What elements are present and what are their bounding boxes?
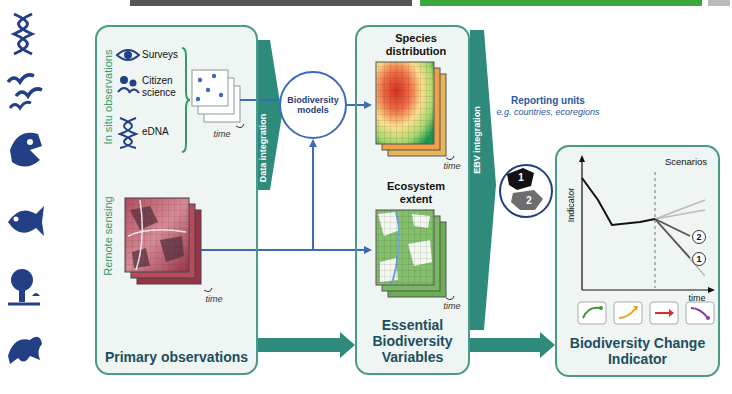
time-label: time [205,294,222,304]
arrow-head [364,101,372,109]
data-wire [240,99,258,101]
bird-icon [8,75,34,82]
axis-label: time [688,293,705,303]
source-label: Citizen science [142,75,184,98]
time-label: time [443,161,460,171]
node-heading: Biodiversity models [283,95,343,116]
node-heading: Ecosystem extent [372,180,460,205]
time-arrow [446,296,454,300]
indicator-chart [579,155,715,293]
bracket [182,48,190,152]
panel-ground [355,25,470,375]
top-bar [420,0,702,6]
flow-arrow [470,332,555,358]
node-heading: Species distribution [372,32,460,57]
panel-box: Primary observations [95,25,258,375]
eye-icon [117,50,139,60]
trend-icons [578,302,714,324]
callout-number: 2 [696,232,701,242]
node-note: e.g. countries, ecoregions [488,107,608,117]
callout-number: 2 [526,195,532,207]
flow-arrow [470,332,555,358]
callout-number: 1 [696,254,701,264]
side-label: In situ observations [102,50,115,145]
panel-ground [555,145,720,377]
circle-outline [280,72,346,138]
shrub-icon [32,293,40,296]
flow-arrow [258,332,355,358]
time-label: time [213,129,230,139]
reporting-circle: Reporting unitse.g. countries, ecoregion… [488,95,608,225]
map-box: Species distribution [372,30,460,170]
panel-box: Biodiversity Change Indicator [555,145,720,377]
survey-icons [117,50,139,148]
time-arrow [236,124,244,128]
source-label: Surveys [142,49,178,61]
flow-arrow [258,332,355,358]
eye-dot [27,139,33,145]
region-shape [507,168,534,190]
panel-title: Biodiversity Change Indicator [563,335,712,367]
frog-icon [8,337,42,364]
time-label: time [443,301,460,311]
panel-box: Essential Biodiversity Variables Species … [355,25,470,375]
panel-title: Essential Biodiversity Variables [363,317,462,365]
ground-line [8,303,40,306]
people-icon [121,77,127,83]
callout-number: 1 [518,172,524,184]
chevron-label: Data integration [258,114,268,183]
fish-icon [8,206,44,236]
species-map [376,62,446,156]
ecosystem-map [376,210,446,297]
node-heading: Reporting units [488,95,608,107]
source-label: eDNA [142,126,169,138]
data-connector [347,101,372,109]
edna-icon [124,118,136,148]
connector-line [258,249,366,251]
taxon-icons [8,14,44,364]
people-icon [131,81,136,86]
panel-title: Primary observations [105,349,248,365]
bird-icon [10,102,31,108]
connector-line [258,99,279,101]
integration-chevron [470,30,496,330]
raster-stack [125,198,201,284]
point-stack [192,70,240,122]
data-wire [201,249,258,251]
tree-icon [11,269,33,291]
side-label: Remote sensing [102,196,115,276]
reporting-map [498,163,554,219]
map-box: Ecosystem extent [372,178,460,303]
region-shape [511,190,543,210]
dna-icon [19,14,33,54]
arrow-head [364,246,372,254]
eye-dot [14,217,19,222]
bird-icon [16,89,42,96]
people-icon [129,90,139,94]
axis-label: Indicator [566,188,576,223]
data-wire [312,146,314,250]
time-arrow [446,156,454,160]
integration-chevron [256,40,282,190]
arrow-head [309,139,317,147]
chevron-label: EBV integration [472,106,482,174]
data-connector [258,100,279,101]
tree-icon [19,288,25,302]
circle-outline [500,165,552,217]
top-bar [708,0,730,6]
model-circle: Biodiversity models [279,71,347,139]
people-icon [118,88,130,92]
scenario-label: Scenarios [665,157,707,168]
eye-icon [125,52,131,58]
fish-head-icon [10,133,42,167]
top-bar [130,0,412,6]
time-arrow [204,288,212,292]
panel-ground [95,25,258,375]
